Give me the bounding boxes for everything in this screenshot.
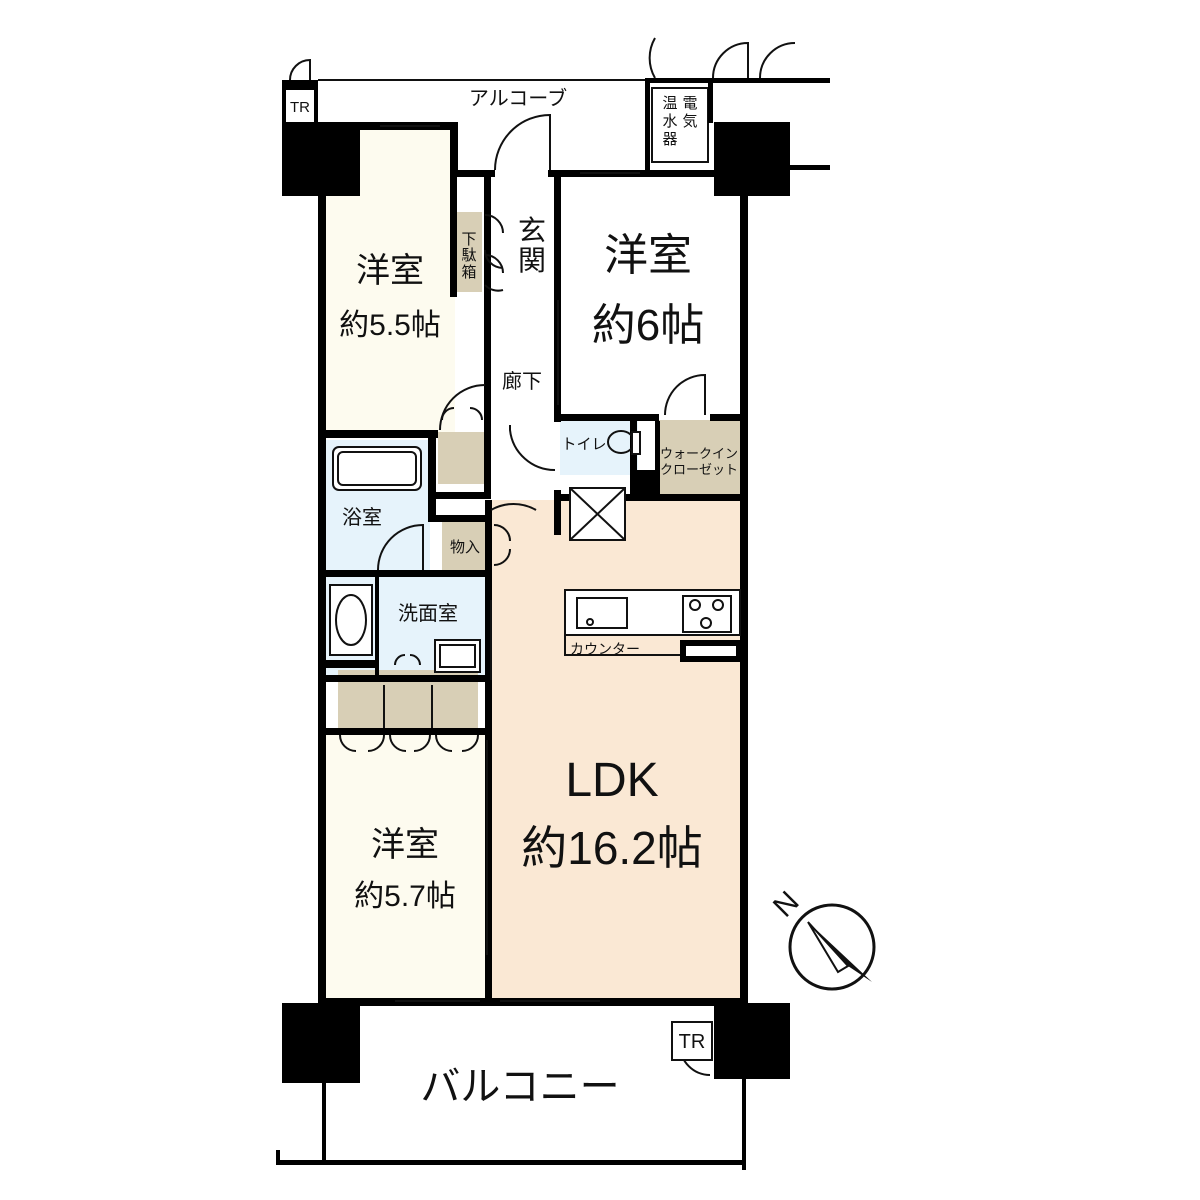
toilet-fill <box>560 420 638 475</box>
room-nw-size: 約5.5帖 <box>339 309 441 342</box>
room-ne-size: 約6帖 <box>592 301 704 350</box>
details <box>289 37 796 1076</box>
wic-label-1: ウォークイン <box>660 446 738 461</box>
wic-fill <box>655 420 742 495</box>
tr-top-label: TR <box>290 99 310 116</box>
compass-icon: N <box>767 885 876 991</box>
room-sw-name: 洋室 <box>371 826 439 864</box>
water-heater-fill <box>651 87 709 163</box>
balcony-label: バルコニー <box>420 1065 619 1109</box>
wic-label-2: クローゼット <box>660 462 738 477</box>
svg-text:気: 気 <box>682 113 697 130</box>
alcove-label: アルコーブ <box>469 86 567 110</box>
svg-text:下: 下 <box>461 231 476 248</box>
counter-label: カウンター <box>570 641 640 657</box>
svg-text:電: 電 <box>682 95 697 112</box>
room-sw-size: 約5.7帖 <box>354 880 456 913</box>
ldk-name: LDK <box>565 754 658 807</box>
hallway-label: 廊下 <box>502 370 542 393</box>
ldk-fill <box>490 500 742 1003</box>
svg-text:温: 温 <box>662 95 677 112</box>
bath-label: 浴室 <box>342 506 382 529</box>
shoebox-fill <box>457 212 482 292</box>
room-nw-name: 洋室 <box>356 252 424 290</box>
room-sw-fill <box>325 735 487 1003</box>
svg-text:玄: 玄 <box>518 215 546 246</box>
room-ne-name: 洋室 <box>604 231 692 280</box>
ldk-size: 約16.2帖 <box>521 822 703 874</box>
entrance-label: 玄 関 <box>518 215 546 276</box>
shoebox-label: 下 駄 箱 <box>461 231 476 281</box>
room-ne-fill <box>560 175 742 415</box>
storage-fill <box>442 520 488 570</box>
tr-bottom-label: TR <box>679 1031 706 1053</box>
svg-text:箱: 箱 <box>461 264 476 281</box>
svg-text:関: 関 <box>518 245 546 276</box>
svg-text:水: 水 <box>662 113 677 130</box>
closet-nw-fill <box>438 432 486 484</box>
svg-text:器: 器 <box>662 131 677 148</box>
storage-label: 物入 <box>450 539 480 556</box>
toilet-label: トイレ <box>561 436 606 453</box>
water-heater-label: 電 気 温 水 器 <box>662 95 697 148</box>
svg-text:駄: 駄 <box>461 247 476 264</box>
washroom-label: 洗面室 <box>398 602 458 625</box>
